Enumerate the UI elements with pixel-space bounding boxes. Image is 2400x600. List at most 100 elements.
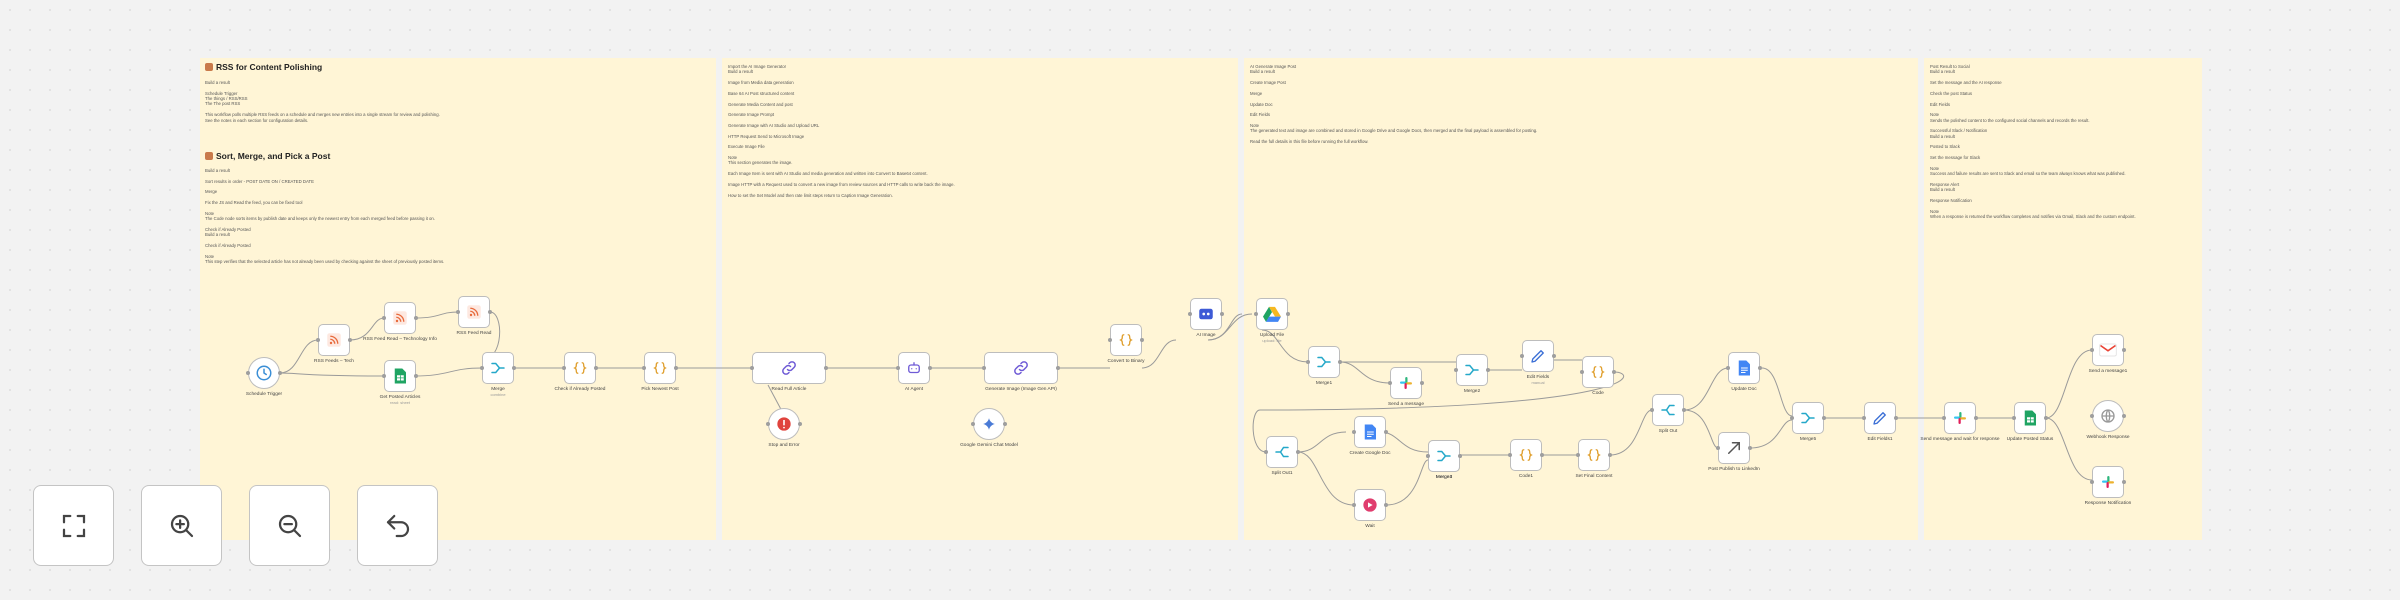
node-code-build[interactable]	[1582, 356, 1614, 388]
output-port[interactable]	[1612, 370, 1616, 374]
input-port[interactable]	[1716, 446, 1720, 450]
zoom-out-button[interactable]	[249, 485, 330, 566]
node-code-check-posted[interactable]	[564, 352, 596, 384]
input-port[interactable]	[1388, 381, 1392, 385]
input-port[interactable]	[2090, 348, 2094, 352]
node-drive-upload[interactable]	[1256, 298, 1288, 330]
input-port[interactable]	[2090, 480, 2094, 484]
output-port[interactable]	[1003, 422, 1007, 426]
output-port[interactable]	[1384, 430, 1388, 434]
output-port[interactable]	[1458, 454, 1462, 458]
node-rss-feed-2[interactable]	[384, 302, 416, 334]
node-stop-error[interactable]	[768, 408, 800, 440]
input-port[interactable]	[1942, 416, 1946, 420]
input-port[interactable]	[766, 422, 770, 426]
output-port[interactable]	[1540, 453, 1544, 457]
node-sheets-append[interactable]	[2014, 402, 2046, 434]
node-gmail-send[interactable]	[2092, 334, 2124, 366]
output-port[interactable]	[1552, 354, 1556, 358]
input-port[interactable]	[1520, 354, 1524, 358]
input-port[interactable]	[1426, 454, 1430, 458]
node-code-select-post[interactable]	[644, 352, 676, 384]
input-port[interactable]	[382, 316, 386, 320]
output-port[interactable]	[1056, 366, 1060, 370]
node-linkedin-post[interactable]	[1718, 432, 1750, 464]
input-port[interactable]	[562, 366, 566, 370]
node-rss-feed-1[interactable]	[318, 324, 350, 356]
output-port[interactable]	[2122, 414, 2126, 418]
input-port[interactable]	[971, 422, 975, 426]
fit-view-button[interactable]	[33, 485, 114, 566]
output-port[interactable]	[1894, 416, 1898, 420]
node-wait-node[interactable]	[1354, 489, 1386, 521]
input-port[interactable]	[246, 371, 250, 375]
node-rss-feed-3[interactable]	[458, 296, 490, 328]
node-merge-feeds[interactable]	[482, 352, 514, 384]
node-code-convert[interactable]	[1110, 324, 1142, 356]
output-port[interactable]	[1748, 446, 1752, 450]
node-slack-notify[interactable]	[1944, 402, 1976, 434]
node-gemini-model[interactable]	[973, 408, 1005, 440]
node-docs-create[interactable]	[1354, 416, 1386, 448]
node-split-2[interactable]	[1266, 436, 1298, 468]
output-port[interactable]	[824, 366, 828, 370]
node-split-1[interactable]	[1652, 394, 1684, 426]
output-port[interactable]	[2122, 348, 2126, 352]
input-port[interactable]	[1862, 416, 1866, 420]
node-schedule-trigger[interactable]	[248, 357, 280, 389]
node-ai-agent[interactable]	[898, 352, 930, 384]
node-sheets-read[interactable]	[384, 360, 416, 392]
input-port[interactable]	[1790, 416, 1794, 420]
output-port[interactable]	[512, 366, 516, 370]
output-port[interactable]	[1220, 312, 1224, 316]
input-port[interactable]	[2012, 416, 2016, 420]
node-code-2[interactable]	[1510, 439, 1542, 471]
input-port[interactable]	[1580, 370, 1584, 374]
output-port[interactable]	[1338, 360, 1342, 364]
input-port[interactable]	[1352, 430, 1356, 434]
input-port[interactable]	[1306, 360, 1310, 364]
node-code-3[interactable]	[1578, 439, 1610, 471]
output-port[interactable]	[2044, 416, 2048, 420]
node-http-webhook[interactable]	[2092, 400, 2124, 432]
output-port[interactable]	[1420, 381, 1424, 385]
node-docs-update[interactable]	[1728, 352, 1760, 384]
output-port[interactable]	[594, 366, 598, 370]
node-slack-alert-1[interactable]	[1390, 367, 1422, 399]
output-port[interactable]	[278, 371, 282, 375]
node-slack-final[interactable]	[2092, 466, 2124, 498]
node-merge-final[interactable]	[1792, 402, 1824, 434]
output-port[interactable]	[414, 316, 418, 320]
output-port[interactable]	[798, 422, 802, 426]
output-port[interactable]	[488, 310, 492, 314]
output-port[interactable]	[1758, 366, 1762, 370]
input-port[interactable]	[1650, 408, 1654, 412]
node-http-generate-image[interactable]	[984, 352, 1058, 384]
input-port[interactable]	[1508, 453, 1512, 457]
input-port[interactable]	[2090, 414, 2094, 418]
node-ai-image[interactable]	[1190, 298, 1222, 330]
node-merge-2[interactable]	[1456, 354, 1488, 386]
input-port[interactable]	[1454, 368, 1458, 372]
output-port[interactable]	[414, 374, 418, 378]
input-port[interactable]	[1188, 312, 1192, 316]
input-port[interactable]	[1254, 312, 1258, 316]
input-port[interactable]	[456, 310, 460, 314]
zoom-in-button[interactable]	[141, 485, 222, 566]
input-port[interactable]	[896, 366, 900, 370]
output-port[interactable]	[1384, 503, 1388, 507]
input-port[interactable]	[480, 366, 484, 370]
output-port[interactable]	[1140, 338, 1144, 342]
output-port[interactable]	[1974, 416, 1978, 420]
input-port[interactable]	[1264, 450, 1268, 454]
input-port[interactable]	[982, 366, 986, 370]
sticky-note-image-generation[interactable]	[722, 58, 1238, 540]
output-port[interactable]	[348, 338, 352, 342]
output-port[interactable]	[1608, 453, 1612, 457]
reset-zoom-button[interactable]	[357, 485, 438, 566]
input-port[interactable]	[1108, 338, 1112, 342]
node-merge-4[interactable]	[1428, 440, 1460, 472]
output-port[interactable]	[1286, 312, 1290, 316]
input-port[interactable]	[1726, 366, 1730, 370]
